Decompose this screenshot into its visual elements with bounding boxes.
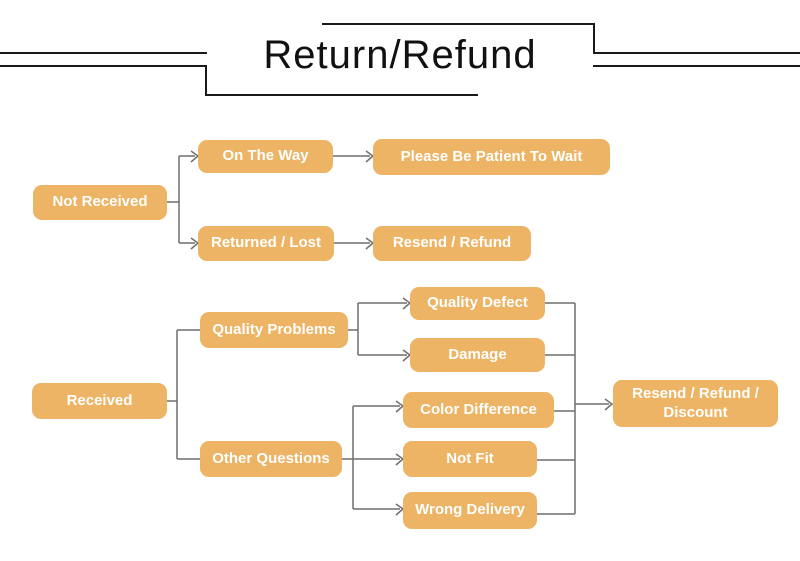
header-rule-left-step bbox=[205, 65, 207, 96]
header-rule-title-underline bbox=[205, 94, 478, 96]
flow-node-returned-lost: Returned / Lost bbox=[198, 226, 334, 261]
header-rule-left-top bbox=[0, 52, 207, 54]
flow-node-damage: Damage bbox=[410, 338, 545, 372]
flow-node-please-be-patient: Please Be Patient To Wait bbox=[373, 139, 610, 175]
flow-node-resend-refund-discount: Resend / Refund / Discount bbox=[613, 380, 778, 427]
header-rule-right-top bbox=[322, 23, 595, 25]
header-rule-right-bottom bbox=[593, 65, 800, 67]
flow-node-on-the-way: On The Way bbox=[198, 140, 333, 173]
page-title: Return/Refund bbox=[263, 33, 537, 77]
flow-node-not-received: Not Received bbox=[33, 185, 167, 220]
header-rule-left-bottom bbox=[0, 65, 207, 67]
flow-node-quality-problems: Quality Problems bbox=[200, 312, 348, 348]
arrowhead-resend-discount bbox=[604, 398, 614, 411]
header-rule-right-step bbox=[593, 23, 595, 54]
connector-lines bbox=[167, 155, 609, 515]
flow-node-quality-defect: Quality Defect bbox=[410, 287, 545, 320]
flow-node-other-questions: Other Questions bbox=[200, 441, 342, 477]
flow-node-received: Received bbox=[32, 383, 167, 419]
flow-node-resend-refund: Resend / Refund bbox=[373, 226, 531, 261]
header-rule-right-mid bbox=[593, 52, 800, 54]
flow-node-wrong-delivery: Wrong Delivery bbox=[403, 492, 537, 529]
flow-node-color-difference: Color Difference bbox=[403, 392, 554, 428]
flow-node-not-fit: Not Fit bbox=[403, 441, 537, 477]
